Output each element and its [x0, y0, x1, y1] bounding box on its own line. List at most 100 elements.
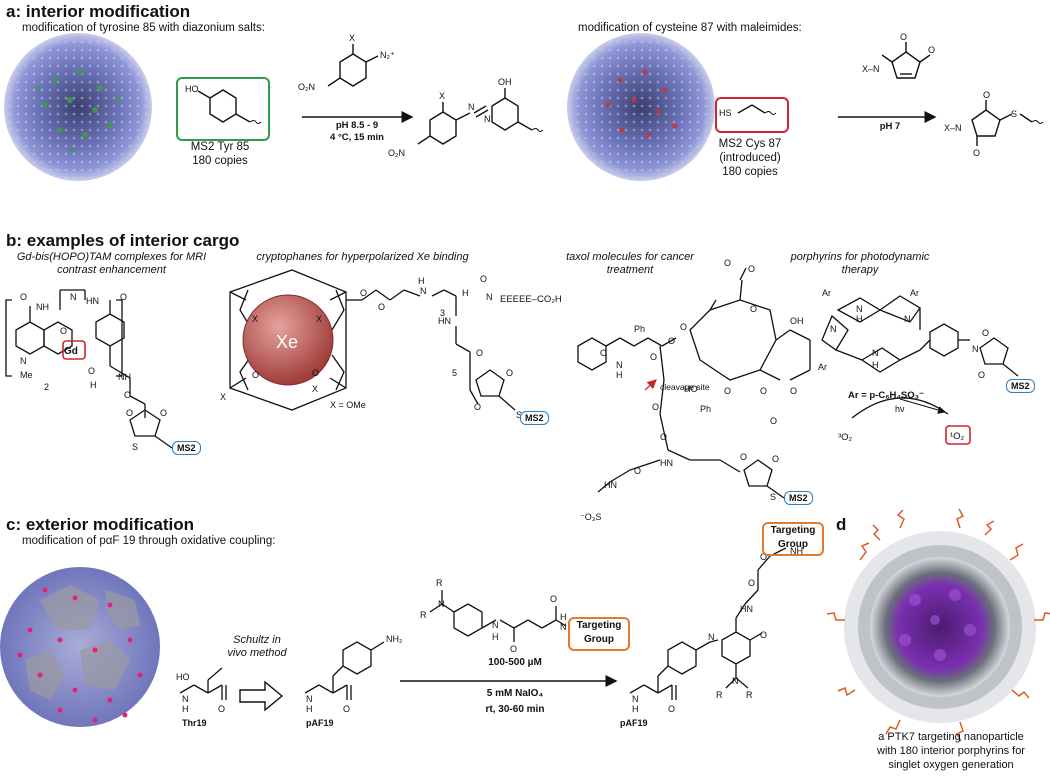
svg-text:O: O: [474, 402, 481, 412]
svg-text:X: X: [316, 314, 322, 324]
oxidant-label: 5 mM NaIO₄: [486, 688, 544, 699]
svg-text:X: X: [312, 384, 318, 394]
ar-definition-label: Ar = p-C₆H₄SO₃⁻: [848, 390, 924, 401]
ms2-tag-porphyrin: MS2: [1006, 379, 1035, 393]
svg-text:R: R: [716, 690, 723, 700]
svg-text:O: O: [668, 704, 675, 714]
svg-text:O: O: [252, 370, 259, 380]
svg-text:N: N: [438, 599, 445, 609]
panel-a-title: a: interior modification: [6, 2, 191, 21]
tyr-label-line2: 180 copies: [192, 155, 248, 167]
targeting-group-box-reagent: Targeting Group: [568, 617, 630, 651]
thr19-label: Thr19: [182, 718, 207, 728]
svg-text:O: O: [982, 328, 989, 338]
svg-text:NH: NH: [790, 546, 803, 556]
x-ome-label: X = OMe: [330, 400, 366, 410]
targeting-label-1b: Targeting: [770, 525, 816, 536]
svg-text:O: O: [160, 408, 167, 418]
taxol-structure: [577, 267, 811, 493]
svg-text:O: O: [120, 292, 127, 302]
svg-text:O: O: [650, 352, 657, 362]
svg-text:N: N: [632, 694, 639, 704]
svg-text:O: O: [550, 594, 557, 604]
svg-text:S: S: [770, 492, 776, 502]
svg-text:HN: HN: [438, 316, 451, 326]
svg-text:HO: HO: [176, 672, 190, 682]
targeting-group-box-product: Targeting Group: [762, 522, 824, 556]
svg-text:O: O: [126, 408, 133, 418]
svg-text:O: O: [506, 368, 513, 378]
azo-product-structure: [417, 88, 544, 145]
schultz-method-label: Schultz in vivo method: [227, 634, 287, 659]
svg-text:X: X: [349, 33, 355, 43]
svg-text:O: O: [312, 368, 319, 378]
svg-text:NH: NH: [36, 302, 49, 312]
cargo-caption-taxol: taxol molecules for cancer treatment: [566, 251, 694, 276]
tyr-cond-line2: 4 °C, 15 min: [330, 132, 384, 143]
svg-text:O: O: [218, 704, 225, 714]
cys-conditions: pH 7: [879, 121, 901, 132]
svg-text:O: O: [60, 326, 67, 336]
coupled-product-structure: [629, 547, 787, 700]
svg-text:NH₂: NH₂: [386, 634, 403, 644]
svg-text:O: O: [772, 454, 779, 464]
svg-text:O: O: [724, 258, 731, 268]
xenon-sphere: [242, 294, 334, 386]
svg-text:O: O: [750, 304, 757, 314]
svg-text:Ph: Ph: [700, 404, 711, 414]
svg-text:N: N: [732, 676, 739, 686]
svg-text:S: S: [132, 442, 138, 452]
svg-text:Ph: Ph: [634, 324, 645, 334]
panel-d-caption-3: singlet oxygen generation: [888, 759, 1014, 771]
schultz-arrow: [239, 680, 284, 712]
svg-text:X–N: X–N: [944, 123, 962, 133]
svg-text:O: O: [978, 370, 985, 380]
svg-text:N₂⁺: N₂⁺: [380, 50, 395, 60]
svg-text:O: O: [983, 90, 990, 100]
targeting-label-1: Targeting: [576, 620, 622, 631]
svg-text:N: N: [872, 348, 879, 358]
svg-text:NH: NH: [118, 372, 131, 382]
svg-text:O: O: [770, 416, 777, 426]
svg-text:N: N: [830, 324, 837, 334]
svg-text:N: N: [182, 694, 189, 704]
capsid-exterior-image: [0, 567, 160, 727]
cys-label-line1: MS2 Cys 87: [718, 138, 782, 150]
svg-text:Ar: Ar: [910, 288, 919, 298]
svg-text:O₂N: O₂N: [388, 148, 405, 158]
targeting-label-2: Group: [584, 634, 614, 645]
panel-d-caption-1: a PTK7 targeting nanoparticle: [878, 731, 1024, 743]
svg-text:3: 3: [440, 308, 445, 318]
panel-d-caption-2: with 180 interior porphyrins for: [877, 745, 1025, 757]
tyrosine-structure: [197, 89, 262, 124]
capsid-interior-cys-image: [567, 33, 715, 181]
ms2-tag-gd: MS2: [172, 441, 201, 455]
svg-text:H: H: [616, 370, 623, 380]
cysteine-structure: [737, 104, 777, 115]
svg-text:H: H: [492, 632, 499, 642]
svg-text:O: O: [928, 45, 935, 55]
svg-text:O: O: [510, 644, 517, 654]
tyr-label-line1: MS2 Tyr 85: [190, 141, 250, 153]
peptide-label: EEEEE–CO₂H: [500, 294, 562, 305]
svg-text:O: O: [600, 348, 607, 358]
gd-box: [62, 340, 86, 360]
svg-text:HS: HS: [719, 108, 732, 118]
svg-text:O: O: [680, 322, 687, 332]
svg-text:O: O: [740, 452, 747, 462]
svg-text:R: R: [436, 578, 443, 588]
svg-text:Ar: Ar: [818, 362, 827, 372]
svg-text:O: O: [480, 274, 487, 284]
porphyrin-structure: [821, 295, 1019, 419]
svg-text:O: O: [748, 264, 755, 274]
svg-text:O: O: [20, 292, 27, 302]
svg-text:N: N: [306, 694, 313, 704]
xe-label: Xe: [276, 332, 298, 352]
svg-text:HO: HO: [684, 384, 698, 394]
svg-text:X: X: [439, 91, 445, 101]
svg-text:H: H: [182, 704, 189, 714]
tyr-cond-line1: pH 8.5 - 9: [335, 120, 379, 131]
ms2-tag-taxol: MS2: [784, 491, 813, 505]
